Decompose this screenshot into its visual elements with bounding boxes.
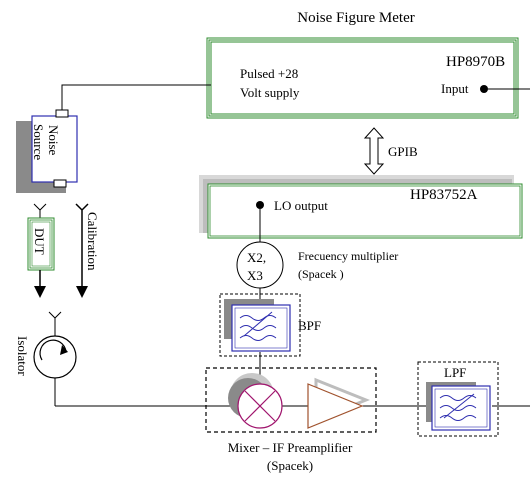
multiplier-line2: X3 [247, 268, 263, 283]
noise-source-line2: Source [31, 124, 46, 160]
dut-label: DUT [32, 228, 47, 255]
lo-output-label: LO output [274, 198, 328, 213]
nfm-model: HP8970B [446, 54, 505, 70]
multiplier-line1: X2, [247, 250, 266, 265]
multiplier-label2: (Spacek ) [298, 267, 344, 281]
gpib-link: GPIB [363, 127, 418, 175]
lo-output-port [256, 201, 264, 209]
input-port [480, 85, 488, 93]
isolator-label: Isolator [15, 336, 30, 376]
dut-path: DUT [27, 203, 55, 298]
noise-figure-meter: HP8970B Pulsed +28 Volt supply Input [206, 37, 519, 119]
synthesizer: HP83752A LO output [199, 175, 523, 239]
bpf-label: BPF [298, 318, 321, 333]
lpf-filter: LPF [417, 361, 499, 437]
noise-source: Noise Source [16, 109, 78, 193]
noise-source-line1: Noise [46, 125, 61, 156]
if-preamplifier [307, 383, 364, 429]
gpib-label: GPIB [388, 144, 418, 159]
calibration-path: Calibration [75, 203, 100, 298]
bpf-filter: BPF [219, 293, 321, 357]
isolator: Isolator [15, 311, 77, 379]
multiplier-label1: Frecuency multiplier [298, 249, 398, 263]
wiring [54, 84, 530, 407]
lpf-label: LPF [444, 365, 466, 380]
mixer-preamp-block: Mixer – IF Preamplifier (Spacek) [205, 367, 377, 473]
input-label: Input [441, 81, 469, 96]
diagram-title: Noise Figure Meter [297, 10, 414, 26]
pulsed-supply-line2: Volt supply [240, 85, 300, 100]
pulsed-supply-line1: Pulsed +28 [240, 66, 298, 81]
frequency-multiplier: X2, X3 Frecuency multiplier (Spacek ) [236, 241, 398, 289]
calibration-label: Calibration [85, 212, 100, 271]
synth-model: HP83752A [410, 187, 478, 203]
mixer-preamp-label2: (Spacek) [267, 458, 313, 473]
mixer-preamp-label1: Mixer – IF Preamplifier [228, 440, 353, 455]
